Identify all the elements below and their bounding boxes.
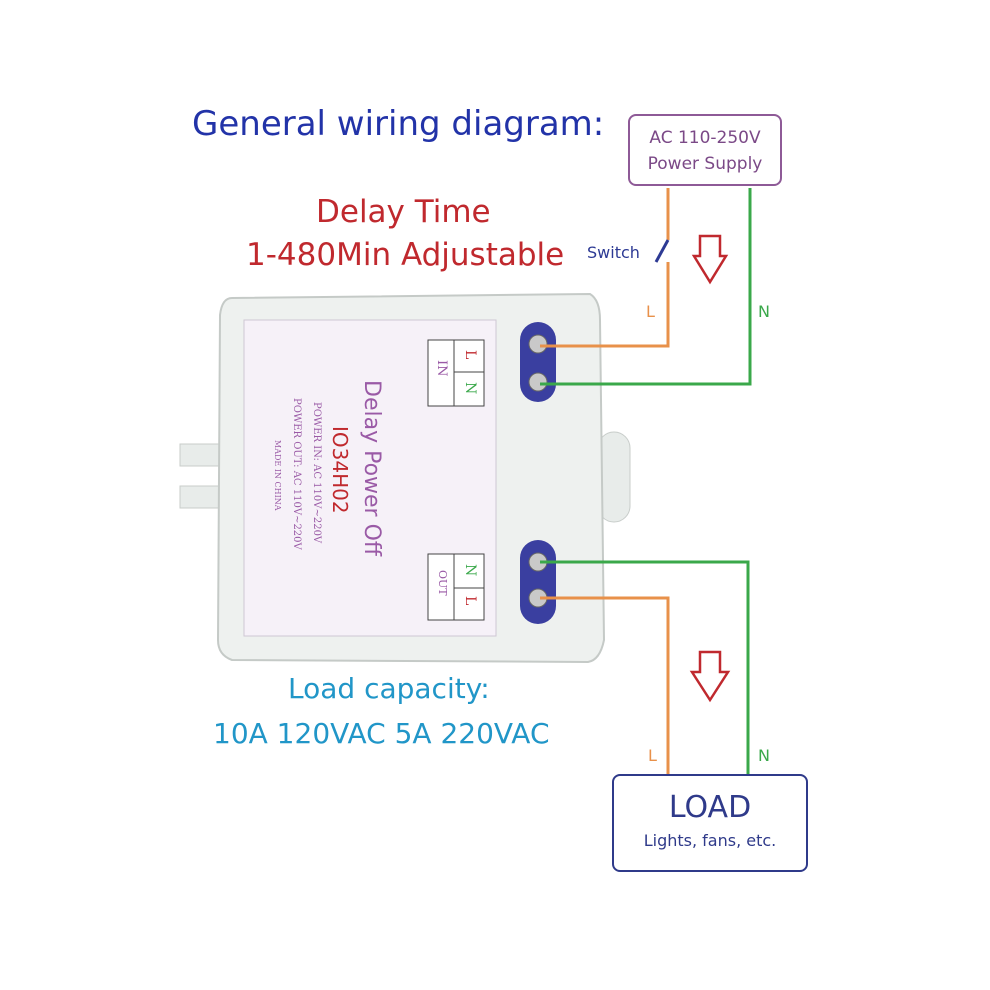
device-model: IO34H02 [328, 426, 352, 514]
arrow-down-icon [689, 650, 731, 703]
wire-label-in-n: N [758, 302, 770, 321]
wire-label-out-l: L [648, 746, 657, 765]
arrow-down-icon [691, 234, 729, 285]
in-label: IN [434, 360, 449, 377]
in-screw-l [528, 334, 548, 354]
wire-label-out-n: N [758, 746, 770, 765]
in-screw-n [528, 372, 548, 392]
power-supply-label: Power Supply [647, 154, 763, 174]
device-power-in: POWER IN: AC 110V~220V [311, 402, 322, 544]
device-made-in: MADE IN CHINA [273, 440, 282, 511]
power-supply-box: AC 110-250V Power Supply [628, 114, 782, 186]
in-terminal-box [427, 339, 485, 407]
output-wires [540, 560, 750, 776]
delay-time-label: Delay Time [316, 194, 491, 230]
input-wires [540, 188, 752, 386]
switch-label: Switch [587, 243, 640, 262]
out-label: OUT [436, 570, 449, 596]
wire-label-in-l: L [646, 302, 655, 321]
out-terminal-box [427, 553, 485, 621]
diagram-title: General wiring diagram: [192, 104, 605, 144]
device-name: Delay Power Off [359, 380, 384, 557]
live-wire-out [540, 596, 670, 776]
out-terminal-n: N [462, 564, 478, 577]
load-title: LOAD [668, 790, 752, 825]
neutral-wire-in [540, 188, 752, 386]
out-terminal-l: L [462, 596, 478, 606]
device-mount-tab-lower [179, 485, 221, 509]
delay-range-label: 1-480Min Adjustable [246, 237, 565, 273]
power-supply-voltage: AC 110-250V [649, 128, 761, 148]
in-terminal-l: L [462, 350, 478, 360]
load-subtitle: Lights, fans, etc. [643, 831, 777, 850]
load-capacity-title: Load capacity: [288, 672, 490, 705]
in-terminal-n: N [462, 382, 478, 395]
switch-symbol [654, 239, 670, 263]
load-capacity-values: 10A 120VAC 5A 220VAC [213, 717, 550, 750]
neutral-wire-out [540, 560, 750, 776]
device-mount-tab-upper [179, 443, 221, 467]
live-wire-in [540, 262, 670, 348]
relay-device [179, 292, 631, 664]
load-box: LOAD Lights, fans, etc. [612, 774, 808, 872]
device-power-out: POWER OUT: AC 110V~220V [291, 398, 302, 550]
